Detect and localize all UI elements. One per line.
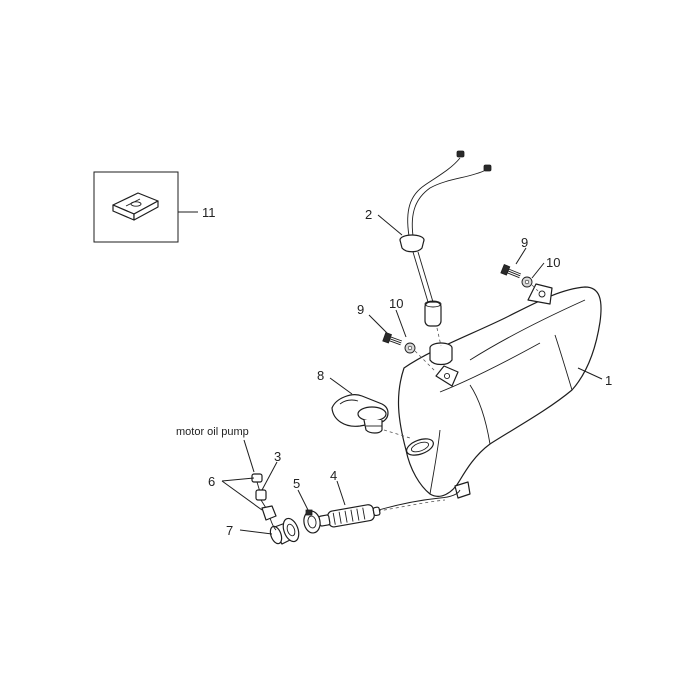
filler-cap-part-8: 8	[317, 368, 411, 439]
inset-box: 11	[93, 171, 216, 243]
callout-2: 2	[365, 207, 372, 222]
callout-1: 1	[605, 373, 612, 388]
callout-10-top: 10	[546, 255, 560, 270]
callout-9-left: 9	[357, 302, 364, 317]
oil-tank-part-1: 1	[397, 283, 612, 499]
callout-11: 11	[202, 205, 216, 220]
callout-7: 7	[226, 523, 233, 538]
callout-3: 3	[274, 449, 281, 464]
screw-washer-top: 9 10	[500, 235, 560, 292]
oil-filter-part-4: 4	[318, 468, 381, 528]
callout-5: 5	[293, 476, 300, 491]
level-sensor-part-2: 2	[365, 150, 492, 347]
screw-washer-left: 9 10	[357, 296, 437, 373]
callout-10-left: 10	[389, 296, 403, 311]
callout-4: 4	[330, 468, 337, 483]
hose-clamp-part-5: 5	[293, 476, 321, 534]
callout-6: 6	[208, 474, 215, 489]
clip-nut-part-11	[112, 192, 159, 221]
callout-9-top: 9	[521, 235, 528, 250]
callout-8: 8	[317, 368, 324, 383]
pump-connector-parts-3-6: 3 6 motor oil pump	[176, 426, 281, 531]
motor-oil-pump-note: motor oil pump	[176, 426, 249, 438]
union-fitting-part-7: 7	[226, 517, 300, 545]
